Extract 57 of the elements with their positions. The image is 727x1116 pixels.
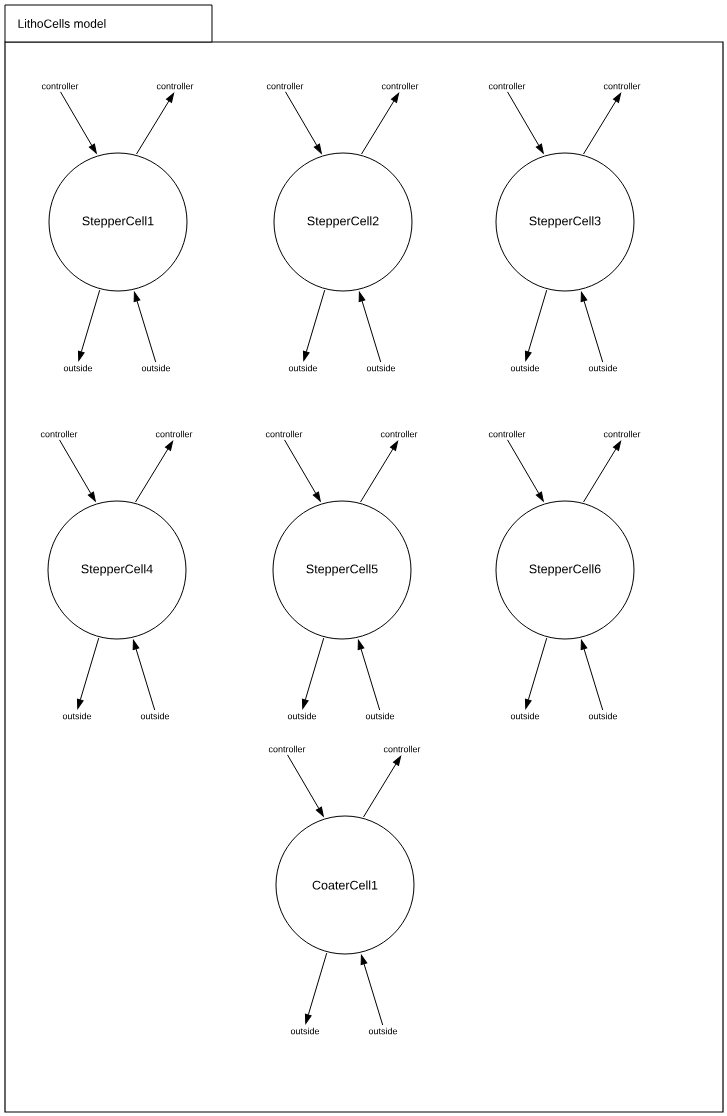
port-label: controller <box>380 430 418 438</box>
port-label: controller <box>265 430 303 438</box>
arrow <box>363 755 402 818</box>
arrow <box>135 440 174 503</box>
port-label: outside <box>588 712 618 720</box>
port-label: outside <box>365 712 395 720</box>
port-label: controller <box>383 745 421 753</box>
arrow <box>287 754 324 817</box>
arrow <box>301 637 325 709</box>
arrow <box>580 291 604 363</box>
port-label: outside <box>366 364 396 372</box>
port-label: outside <box>290 1027 320 1035</box>
port-label: outside <box>510 364 540 372</box>
port-label: outside <box>510 712 540 720</box>
port-label: outside <box>140 712 170 720</box>
port-label: outside <box>368 1027 398 1035</box>
arrow <box>302 289 326 361</box>
port-label: controller <box>268 745 306 753</box>
arrow <box>285 91 322 154</box>
port-label: outside <box>62 712 92 720</box>
port-label: controller <box>266 82 304 90</box>
port-label: controller <box>603 82 641 90</box>
port-label: controller <box>40 430 78 438</box>
arrow <box>77 289 101 361</box>
title-tab: LithoCells model <box>4 4 213 43</box>
port-label: outside <box>588 364 618 372</box>
port-label: controller <box>488 82 526 90</box>
arrow <box>59 439 96 502</box>
port-label: controller <box>603 430 641 438</box>
arrow <box>136 92 175 155</box>
arrow <box>507 439 544 502</box>
port-label: controller <box>156 82 194 90</box>
arrow <box>360 954 384 1026</box>
port-label: controller <box>41 82 79 90</box>
arrow <box>357 639 381 711</box>
arrow <box>524 637 548 709</box>
arrow <box>284 439 321 502</box>
arrow <box>358 291 382 363</box>
arrow <box>583 92 622 155</box>
port-label: controller <box>155 430 193 438</box>
arrow <box>304 952 328 1024</box>
port-label: outside <box>63 364 93 372</box>
arrow <box>507 91 544 154</box>
arrow <box>60 91 97 154</box>
arrow <box>583 440 622 503</box>
arrow <box>580 639 604 711</box>
port-label: controller <box>381 82 419 90</box>
arrow <box>361 92 400 155</box>
arrow <box>360 440 399 503</box>
port-label: controller <box>488 430 526 438</box>
port-label: outside <box>287 712 317 720</box>
port-label: outside <box>141 364 171 372</box>
arrow <box>524 289 548 361</box>
arrow <box>132 639 156 711</box>
port-label: outside <box>288 364 318 372</box>
arrow <box>133 291 157 363</box>
arrow <box>76 637 100 709</box>
